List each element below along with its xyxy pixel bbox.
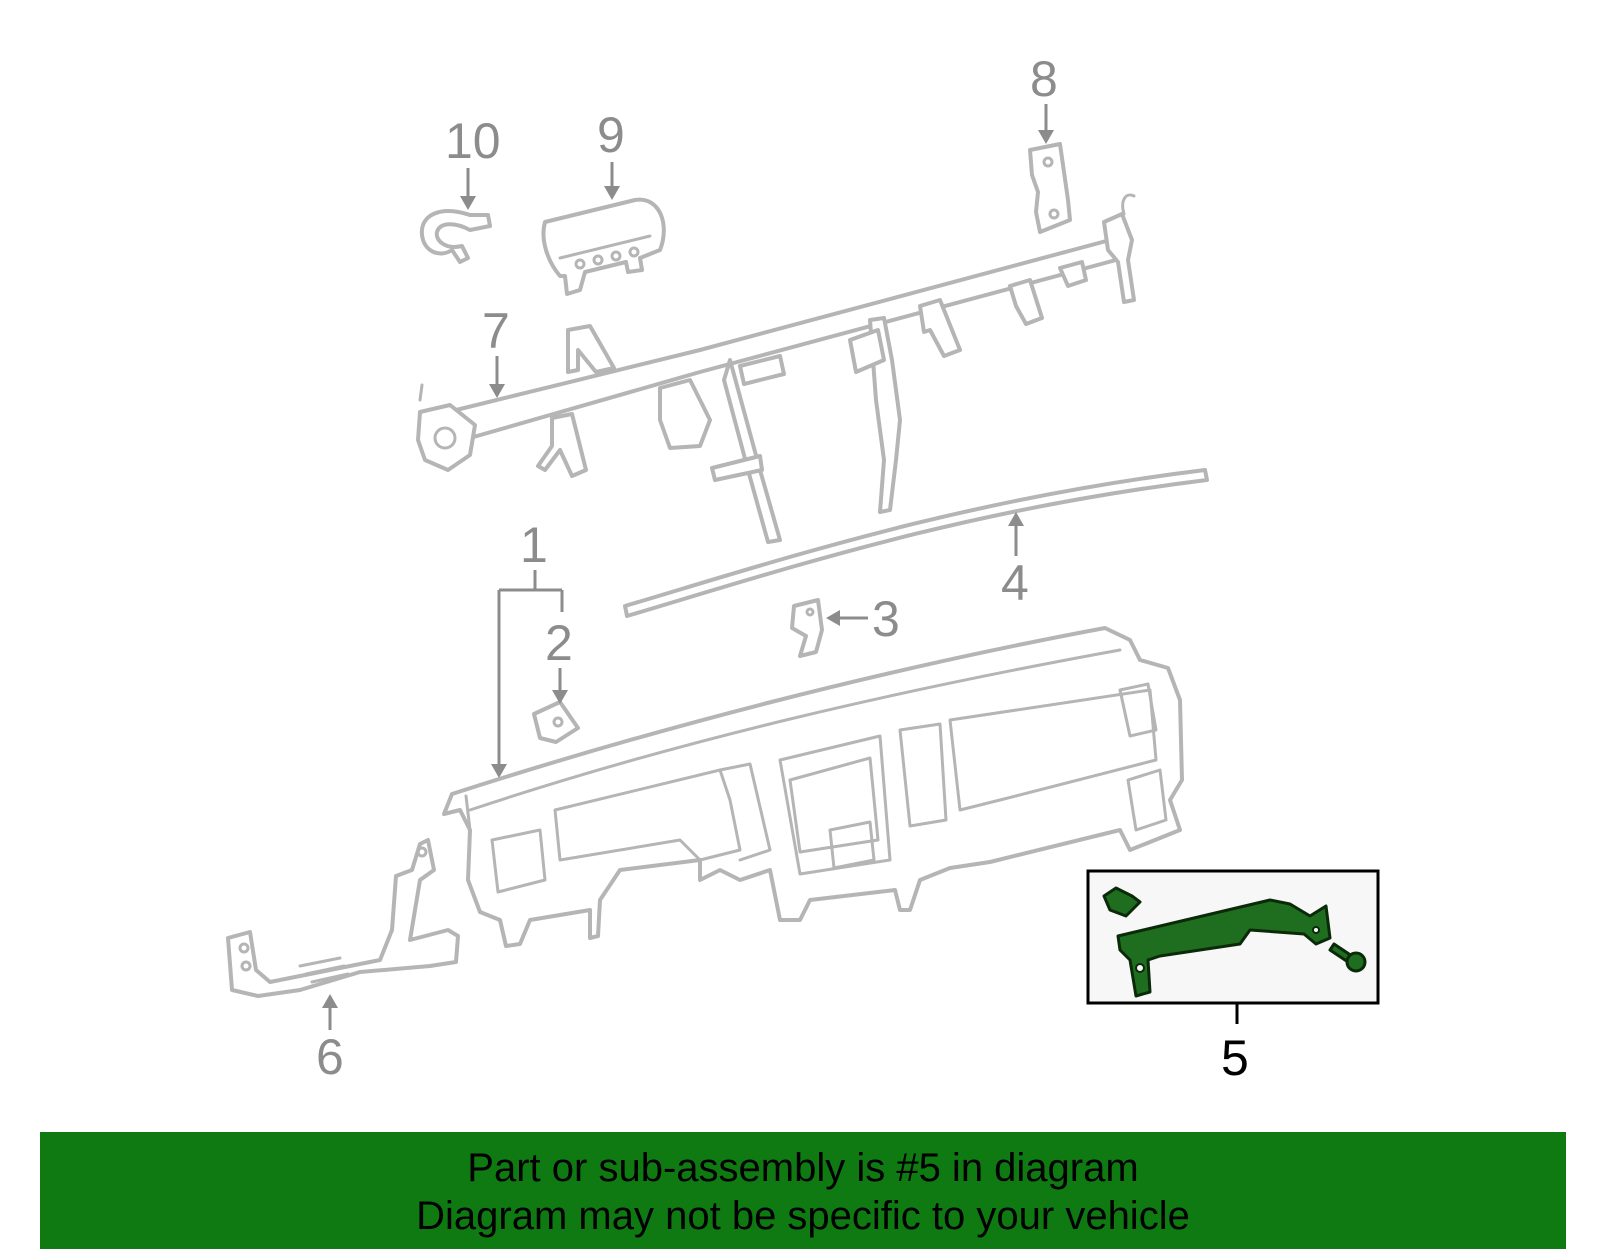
arrow-3 xyxy=(826,610,840,626)
part-4-trim-strip[interactable] xyxy=(623,468,1209,618)
callout-2[interactable]: 2 xyxy=(545,615,573,671)
arrow-9 xyxy=(604,186,620,200)
part-5-bolt[interactable] xyxy=(1328,942,1367,973)
arrow-10 xyxy=(460,196,476,210)
arrow-2 xyxy=(552,690,568,704)
arrow-1 xyxy=(491,764,507,778)
part-1-instrument-panel[interactable] xyxy=(442,626,1184,948)
footer-line-2: Diagram may not be specific to your vehi… xyxy=(416,1194,1190,1238)
part-3-bracket[interactable] xyxy=(790,598,824,658)
arrow-6 xyxy=(322,994,338,1008)
leader-1 xyxy=(497,570,564,770)
footer-line-1: Part or sub-assembly is #5 in diagram xyxy=(467,1146,1139,1190)
callout-1[interactable]: 1 xyxy=(520,517,548,573)
part-10-clip[interactable] xyxy=(419,209,492,264)
part-8-bracket[interactable] xyxy=(1028,142,1072,234)
part-7-reinforcement[interactable] xyxy=(416,193,1136,544)
callout-10[interactable]: 10 xyxy=(445,113,501,169)
part-2-clip[interactable] xyxy=(532,700,580,744)
callout-9[interactable]: 9 xyxy=(597,107,625,163)
part-5-subassembly-box[interactable] xyxy=(1086,869,1380,1005)
arrow-7 xyxy=(489,384,505,398)
part-9-airbag[interactable] xyxy=(541,197,666,296)
callout-3[interactable]: 3 xyxy=(872,591,900,647)
part-5-clip[interactable] xyxy=(1102,886,1142,918)
callout-6[interactable]: 6 xyxy=(316,1029,344,1085)
part-6-bracket[interactable] xyxy=(226,838,460,998)
callout-8[interactable]: 8 xyxy=(1030,51,1058,107)
callout-5[interactable]: 5 xyxy=(1221,1030,1249,1086)
arrow-8 xyxy=(1038,130,1054,144)
arrow-4 xyxy=(1008,512,1024,526)
part-5-brace[interactable] xyxy=(1116,898,1332,998)
footer-banner: Part or sub-assembly is #5 in diagram Di… xyxy=(40,1132,1566,1249)
callout-7[interactable]: 7 xyxy=(482,303,510,359)
callout-4[interactable]: 4 xyxy=(1001,555,1029,611)
